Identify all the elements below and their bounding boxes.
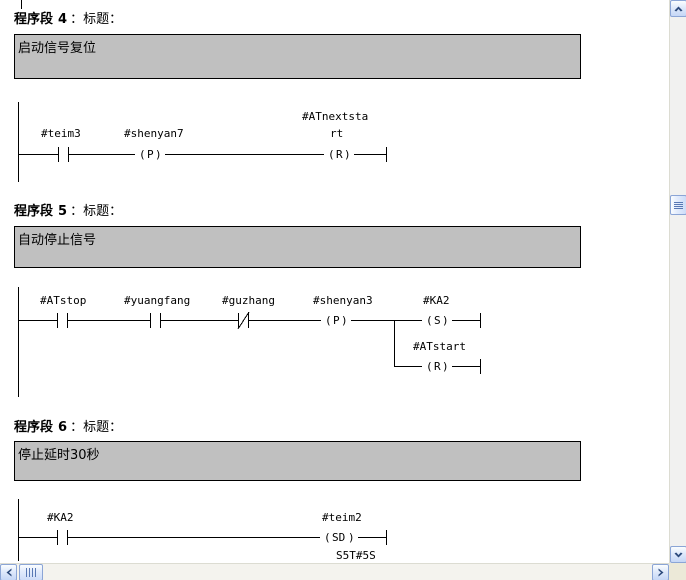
scroll-up-arrow[interactable]: [670, 0, 686, 17]
network-comment-text-4: 启动信号复位: [18, 41, 97, 56]
network-comment-text-6: 停止延时30秒: [18, 448, 100, 463]
network-label-4: 程序段: [14, 12, 54, 27]
rung-network-6[interactable]: ( SD ) #KA2 #teim2 S5T#5S: [0, 497, 440, 563]
chevron-left-icon: [6, 568, 11, 577]
element-label-guzhang: #guzhang: [222, 294, 275, 307]
coil-open-paren-atstart: (: [426, 360, 433, 373]
chevron-right-icon: [658, 568, 663, 577]
network-title-suffix-5: ：标题：: [70, 204, 123, 219]
network-comment-box-6[interactable]: 停止延时30秒: [14, 441, 581, 481]
coil-open-paren-shenyan3: (: [325, 314, 332, 327]
scroll-left-arrow[interactable]: [0, 564, 17, 580]
vertical-scroll-thumb[interactable]: [670, 195, 686, 215]
element-label-ka2-6: #KA2: [47, 511, 74, 524]
network-header-6: 程序段 6：标题：: [14, 416, 122, 435]
scroll-down-arrow[interactable]: [670, 546, 686, 563]
network-header-4: 程序段 4：标题：: [14, 8, 122, 27]
scroll-right-arrow[interactable]: [652, 564, 669, 580]
network-number-6: 6: [58, 420, 68, 435]
contact-nc-slash-guzhang: [237, 311, 250, 330]
coil-close-paren-shenyan7: ): [155, 148, 162, 161]
coil-open-paren-atnextstart: (: [328, 148, 335, 161]
element-parameter-teim2: S5T#5S: [336, 549, 376, 562]
element-label-atstart: #ATstart: [413, 340, 466, 353]
rung-network-5[interactable]: ( P ) ( S ) ( R ) #ATstop: [0, 285, 520, 400]
network-title-suffix-4: ：标题：: [70, 12, 123, 27]
network-comment-box-5[interactable]: 自动停止信号: [14, 226, 581, 268]
coil-glyph-shenyan3: P: [333, 314, 340, 327]
element-label-yuangfang: #yuangfang: [124, 294, 190, 307]
network-comment-text-5: 自动停止信号: [18, 233, 97, 248]
rung-network-4[interactable]: ( P ) ( R ) #teim3 #shenyan7 #ATnextsta …: [0, 100, 430, 185]
element-label-atnextstart-line1: #ATnextsta: [302, 110, 368, 123]
coil-open-paren-teim2: (: [324, 531, 331, 544]
network-label-6: 程序段: [14, 420, 54, 435]
element-label-teim2: #teim2: [322, 511, 362, 524]
network-title-suffix-6: ：标题：: [70, 420, 123, 435]
coil-glyph-atnextstart: R: [336, 148, 343, 161]
element-label-shenyan7: #shenyan7: [124, 127, 184, 140]
canvas-top-artifact: [21, 0, 22, 9]
chevron-up-icon: [674, 6, 683, 11]
coil-open-paren-shenyan7: (: [139, 148, 146, 161]
network-header-5: 程序段 5：标题：: [14, 200, 122, 219]
element-label-atstop: #ATstop: [40, 294, 86, 307]
coil-close-paren-teim2: ): [348, 531, 355, 544]
coil-close-paren-atnextstart: ): [344, 148, 351, 161]
coil-glyph-atstart: R: [434, 360, 441, 373]
element-label-atnextstart-line2: rt: [330, 127, 343, 140]
coil-close-paren-shenyan3: ): [341, 314, 348, 327]
coil-glyph-ka2: S: [434, 314, 441, 327]
network-comment-box-4[interactable]: 启动信号复位: [14, 34, 581, 79]
network-number-5: 5: [58, 204, 68, 219]
coil-open-paren-ka2: (: [426, 314, 433, 327]
element-label-ka2-5: #KA2: [423, 294, 450, 307]
element-label-shenyan3: #shenyan3: [313, 294, 373, 307]
network-number-4: 4: [58, 12, 68, 27]
coil-glyph-teim2: SD: [332, 531, 345, 544]
coil-close-paren-atstart: ): [442, 360, 449, 373]
network-label-5: 程序段: [14, 204, 54, 219]
vertical-scrollbar[interactable]: [669, 0, 686, 563]
horizontal-scroll-thumb[interactable]: [19, 564, 43, 580]
horizontal-scrollbar[interactable]: [0, 563, 669, 580]
coil-close-paren-ka2: ): [442, 314, 449, 327]
chevron-down-icon: [674, 552, 683, 557]
coil-glyph-shenyan7: P: [147, 148, 154, 161]
scrollbar-corner: [669, 563, 686, 580]
element-label-teim3: #teim3: [41, 127, 81, 140]
